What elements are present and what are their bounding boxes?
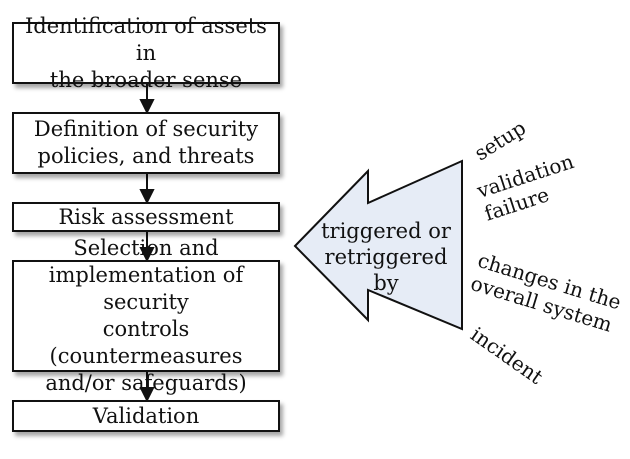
- connector-1-2-head: [139, 99, 155, 115]
- trigger-label: triggered or retriggered by: [312, 218, 460, 296]
- step-controls-implementation: Selection and implementation of security…: [12, 236, 280, 395]
- step-line: and/or safeguards): [45, 371, 247, 395]
- trigger-line: retriggered by: [324, 245, 448, 295]
- step-line: controls (countermeasures: [49, 317, 243, 368]
- connector-4-5-head: [139, 387, 155, 403]
- trigger-arrow: [293, 159, 463, 331]
- connector-3-4-head: [139, 247, 155, 263]
- step-asset-identification: Identification of assets in the broader …: [12, 14, 280, 92]
- step-policy-definition: Definition of security policies, and thr…: [12, 112, 280, 174]
- step-line: Selection and: [73, 236, 219, 260]
- step-line: implementation of security: [48, 263, 244, 314]
- step-line: Definition of security: [33, 117, 259, 141]
- step-risk-assessment: Risk assessment: [12, 202, 280, 232]
- trigger-line: triggered or: [321, 219, 451, 243]
- step-line: the broader sense: [49, 67, 243, 92]
- step-validation: Validation: [12, 400, 280, 432]
- step-line: policies, and threats: [37, 144, 255, 168]
- step-line: Risk assessment: [58, 204, 234, 229]
- connector-2-3-head: [139, 189, 155, 205]
- step-line: Validation: [92, 403, 200, 428]
- step-line: Identification of assets in: [25, 13, 267, 65]
